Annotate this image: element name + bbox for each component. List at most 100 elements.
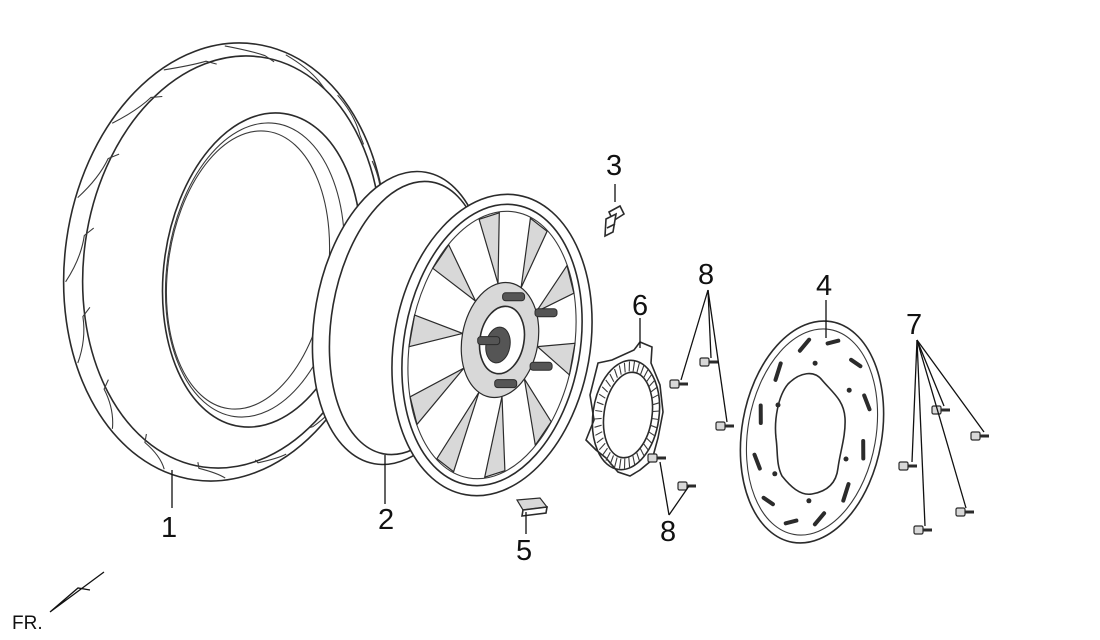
- abs-tooth: [594, 417, 602, 420]
- abs-tooth: [595, 431, 603, 436]
- disc-hole: [772, 471, 778, 477]
- wheel-rim: [311, 170, 593, 497]
- wheel-spoke: [436, 391, 480, 473]
- hub-stud: [477, 336, 501, 346]
- disc-slot: [752, 452, 762, 471]
- bolt-part-8: [715, 421, 734, 431]
- callout-4: 4: [816, 270, 833, 302]
- disc-slot: [773, 361, 783, 382]
- abs-tooth: [618, 458, 622, 469]
- brake-disc-slots: [752, 337, 872, 527]
- abs-tooth: [650, 386, 658, 393]
- wheel-spoke: [535, 342, 576, 377]
- wheel-spoke: [409, 367, 465, 426]
- wheel-spoke: [478, 211, 500, 284]
- leader-lines: [171, 184, 985, 534]
- abs-tooth: [628, 457, 631, 468]
- bolt-part-8: [669, 379, 688, 389]
- tread-groove: [197, 462, 226, 479]
- abs-tooth: [618, 365, 622, 375]
- tread-groove: [163, 60, 217, 71]
- valve-stem: [604, 204, 626, 238]
- abs-tooth: [609, 373, 615, 382]
- tread-groove: [103, 379, 114, 429]
- abs-tooth: [645, 437, 653, 444]
- abs-tooth: [639, 365, 645, 375]
- bolts-part-7: [898, 405, 989, 535]
- disc-hole: [846, 387, 852, 393]
- callout-3: 3: [606, 150, 623, 182]
- callout-8-lower: 8: [660, 516, 677, 548]
- abs-tooth: [613, 368, 618, 378]
- abs-tooth: [651, 394, 659, 399]
- bolt-part-7: [970, 431, 989, 441]
- tread-groove: [337, 94, 365, 145]
- abs-tooth: [601, 447, 608, 456]
- bolt-part-7: [955, 507, 974, 517]
- abs-tooth: [651, 417, 659, 421]
- callout-5: 5: [516, 535, 533, 567]
- abs-tooth: [596, 401, 604, 406]
- bolt-part-8: [699, 357, 718, 367]
- abs-tooth: [636, 452, 641, 462]
- abs-ring-teeth: [594, 361, 660, 469]
- hub-stud: [502, 292, 526, 302]
- callout-1: 1: [161, 512, 178, 544]
- tread-groove: [254, 453, 287, 464]
- abs-tooth: [609, 455, 615, 465]
- wheel-spokes: [408, 211, 576, 479]
- bolt-part-7: [931, 405, 950, 415]
- abs-tooth: [595, 409, 603, 413]
- front-direction-arrow: [49, 571, 105, 613]
- abs-tooth: [636, 362, 640, 373]
- balance-weight: [515, 497, 549, 517]
- abs-tooth: [614, 457, 618, 468]
- tread-groove: [65, 227, 95, 283]
- callout-2: 2: [378, 504, 395, 536]
- hub-stud: [529, 361, 553, 371]
- wheel-spoke: [523, 378, 552, 447]
- wheel-spoke: [483, 396, 506, 479]
- abs-tooth: [639, 448, 645, 457]
- tread-groove: [77, 153, 120, 199]
- disc-hole: [843, 456, 849, 462]
- tread-groove: [224, 45, 275, 63]
- tread-groove: [285, 54, 327, 91]
- callout-8-upper: 8: [698, 259, 715, 291]
- bolt-part-8: [647, 453, 666, 463]
- hub-stud: [494, 379, 518, 389]
- disc-slot: [783, 518, 799, 526]
- abs-tooth: [646, 374, 653, 383]
- abs-tooth: [650, 424, 658, 429]
- disc-hole: [806, 498, 812, 504]
- tread-groove: [111, 95, 163, 124]
- abs-tooth: [648, 379, 656, 388]
- abs-tooth: [632, 361, 636, 372]
- abs-tooth: [594, 424, 602, 428]
- abs-tooth: [643, 369, 649, 379]
- abs-tooth: [601, 386, 609, 393]
- disc-hole: [812, 360, 818, 366]
- abs-tooth: [596, 437, 604, 444]
- hub-stud: [534, 308, 558, 318]
- bolts-part-8: [647, 357, 734, 491]
- abs-tooth: [632, 455, 636, 465]
- abs-tooth: [605, 379, 612, 387]
- disc-hole: [775, 402, 781, 408]
- bolt-part-7: [898, 461, 917, 471]
- abs-tooth: [598, 393, 606, 399]
- disc-slot: [797, 337, 812, 353]
- disc-slot: [825, 338, 841, 346]
- disc-slot: [862, 393, 872, 412]
- wheel-spoke: [534, 264, 575, 314]
- tread-groove: [77, 306, 91, 364]
- abs-tooth: [642, 443, 649, 451]
- disc-slot: [849, 357, 863, 369]
- abs-tooth: [652, 410, 660, 413]
- callout-7: 7: [906, 309, 923, 341]
- abs-tooth: [623, 362, 626, 373]
- abs-tooth: [652, 402, 660, 406]
- abs-tooth: [598, 442, 606, 451]
- wheel-spoke: [431, 243, 477, 302]
